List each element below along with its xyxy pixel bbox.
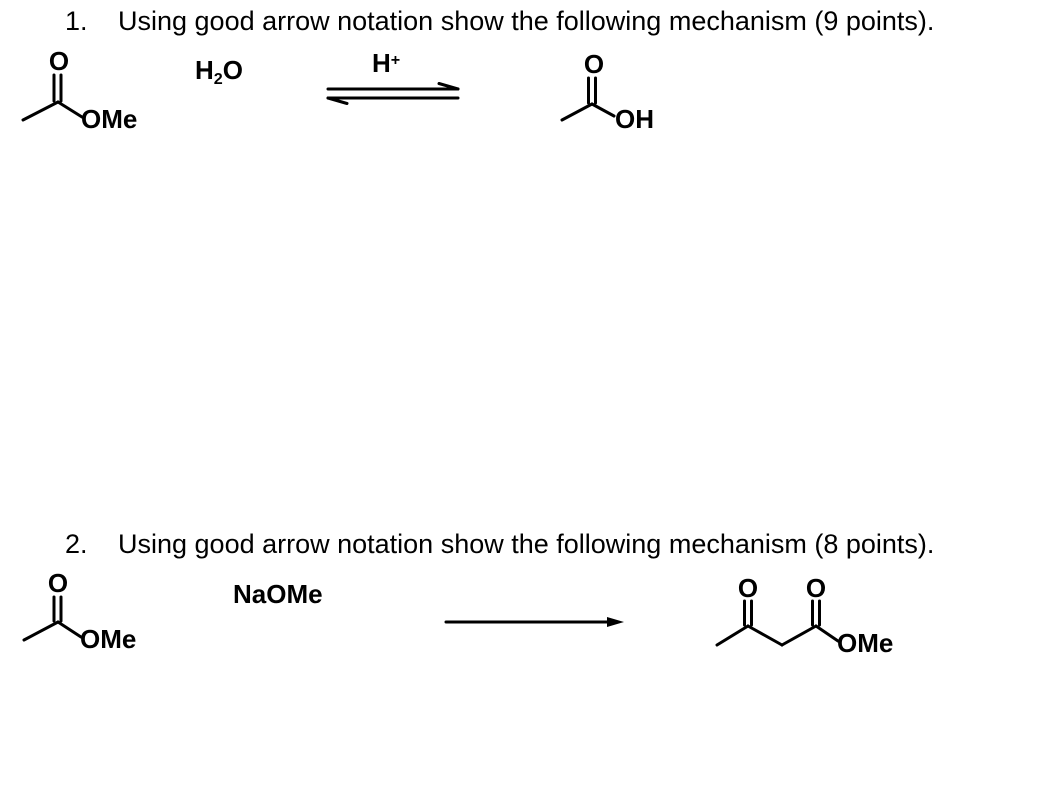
naome-text: NaOMe xyxy=(233,579,323,609)
water-subscript: 2 xyxy=(213,69,223,88)
methoxy-label: OMe xyxy=(80,624,136,654)
question1-prompt: Using good arrow notation show the follo… xyxy=(118,6,935,36)
water-formula: H2O xyxy=(195,55,243,87)
reverse-harpoon xyxy=(326,96,460,105)
carbonyl-oxygen-label: O xyxy=(49,46,69,76)
question2-title: 2. Using good arrow notation show the fo… xyxy=(65,531,934,558)
methoxy-label: OMe xyxy=(837,628,893,658)
methyl-acetate-structure-q1: O OMe xyxy=(21,46,137,134)
arrow-head xyxy=(607,617,624,627)
skeleton-bonds xyxy=(21,73,84,122)
acetic-acid-structure: O OH xyxy=(560,49,654,134)
hydroxyl-label: OH xyxy=(615,104,654,134)
question1-number: 1. xyxy=(65,6,88,36)
catalyst-charge: + xyxy=(390,50,401,69)
forward-harpoon xyxy=(326,82,460,91)
acid-catalyst-label: H+ xyxy=(372,50,400,76)
methoxy-label: OMe xyxy=(81,104,137,134)
naome-reagent-label: NaOMe xyxy=(233,581,323,607)
ketone-oxygen-label: O xyxy=(738,573,758,603)
catalyst-h: H xyxy=(372,48,391,78)
water-h: H xyxy=(195,55,214,85)
question2-prompt: Using good arrow notation show the follo… xyxy=(118,529,935,559)
skeleton-bonds xyxy=(560,76,616,122)
reaction-arrow xyxy=(444,617,624,627)
carbonyl-oxygen-label: O xyxy=(48,568,68,598)
ester-oxygen-label: O xyxy=(806,573,826,603)
equilibrium-arrows xyxy=(326,82,460,105)
methyl-acetate-structure-q2: O OMe xyxy=(22,568,136,654)
carbonyl-oxygen-label: O xyxy=(584,49,604,79)
methyl-acetoacetate-structure: O O OMe xyxy=(715,573,893,658)
water-o: O xyxy=(222,55,243,85)
question2-number: 2. xyxy=(65,529,88,559)
question1-title: 1. Using good arrow notation show the fo… xyxy=(65,8,934,35)
skeleton-bonds xyxy=(22,595,83,642)
skeleton-bonds xyxy=(715,599,840,647)
